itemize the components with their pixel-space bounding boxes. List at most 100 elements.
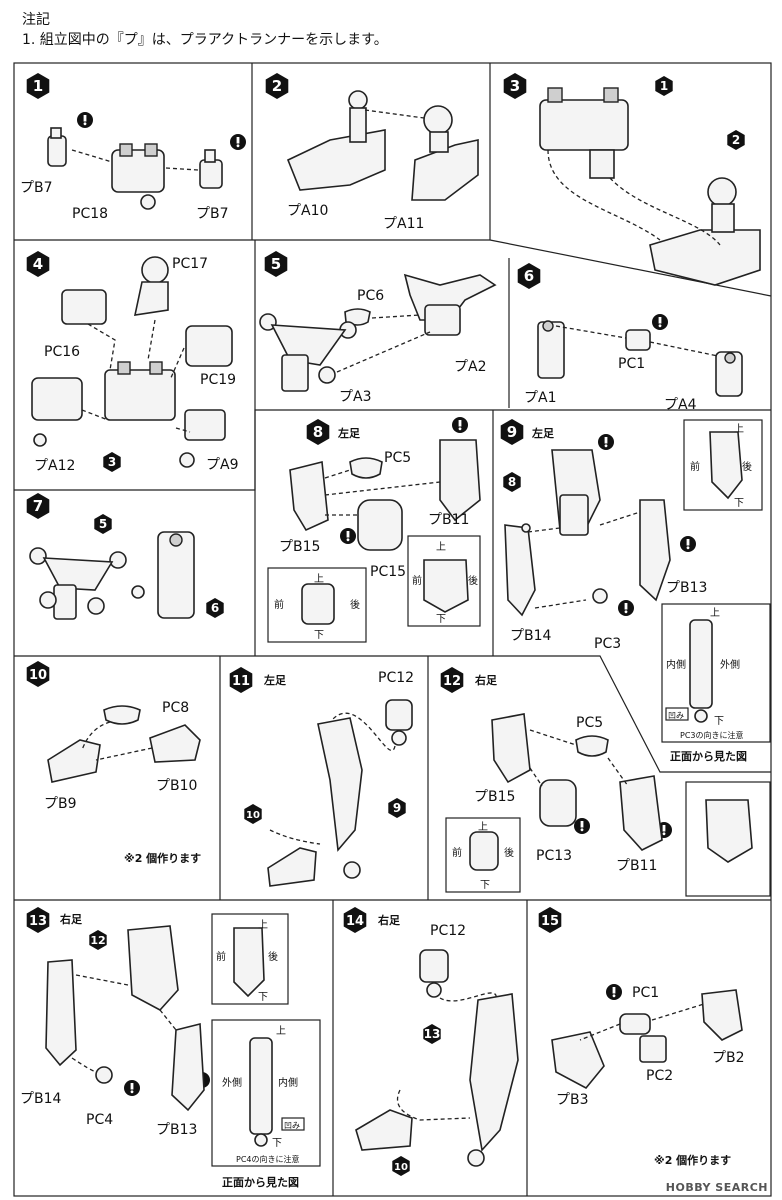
svg-text:8: 8 bbox=[313, 423, 323, 441]
svg-text:プB3: プB3 bbox=[556, 1092, 589, 1108]
svg-text:プB11: プB11 bbox=[616, 858, 657, 874]
assembly-10 bbox=[267, 847, 317, 887]
svg-text:凹み: 凹み bbox=[284, 1121, 300, 1130]
svg-text:上: 上 bbox=[436, 541, 446, 553]
svg-text:プA3: プA3 bbox=[339, 389, 371, 405]
svg-text:右足: 右足 bbox=[474, 673, 498, 687]
part-a10 bbox=[286, 129, 386, 191]
svg-text:上: 上 bbox=[734, 423, 744, 435]
joint-symbol bbox=[131, 585, 145, 599]
svg-text:プB14: プB14 bbox=[20, 1091, 62, 1107]
part-pc5 bbox=[349, 457, 383, 479]
svg-text:プB11: プB11 bbox=[428, 512, 469, 528]
svg-text:上: 上 bbox=[314, 573, 324, 585]
svg-text:PC4の向きに注意: PC4の向きに注意 bbox=[236, 1154, 300, 1164]
svg-text:前: 前 bbox=[412, 574, 422, 587]
assembly-2 bbox=[649, 229, 761, 286]
part-pc2 bbox=[639, 1035, 667, 1063]
warning-icon bbox=[606, 984, 622, 1000]
svg-text:5: 5 bbox=[99, 517, 107, 531]
svg-text:13: 13 bbox=[29, 914, 47, 929]
svg-text:前: 前 bbox=[690, 460, 700, 473]
part-pc1 bbox=[625, 329, 651, 351]
part-a4 bbox=[715, 351, 743, 397]
step-3: 3 1 2 bbox=[503, 73, 761, 286]
svg-text:プA12: プA12 bbox=[34, 458, 75, 474]
svg-text:プA9: プA9 bbox=[206, 457, 238, 473]
svg-text:上: 上 bbox=[276, 1025, 286, 1037]
orientation-inset bbox=[407, 535, 481, 627]
svg-text:7: 7 bbox=[33, 497, 43, 515]
svg-text:10: 10 bbox=[29, 668, 47, 683]
svg-text:2: 2 bbox=[732, 133, 740, 147]
svg-text:内側: 内側 bbox=[666, 658, 686, 671]
step-10: 10 PC8 プB9 プB10 ※2 個作ります bbox=[26, 661, 201, 865]
svg-text:左足: 左足 bbox=[337, 426, 361, 440]
label-b7-left: プB7 bbox=[20, 180, 53, 196]
svg-text:PC3の向きに注意: PC3の向きに注意 bbox=[680, 730, 744, 740]
svg-text:プB14: プB14 bbox=[510, 628, 552, 644]
svg-text:プA2: プA2 bbox=[454, 359, 486, 375]
svg-text:PC8: PC8 bbox=[162, 700, 189, 716]
watermark: HOBBY SEARCH bbox=[665, 1181, 768, 1194]
step-1: 1 プB7 PC18 プB7 bbox=[20, 73, 246, 222]
svg-text:プA11: プA11 bbox=[383, 216, 424, 232]
svg-text:PC4: PC4 bbox=[86, 1112, 113, 1128]
svg-text:下: 下 bbox=[734, 498, 744, 509]
warning-icon bbox=[652, 314, 668, 330]
svg-text:6: 6 bbox=[524, 267, 534, 285]
svg-text:9: 9 bbox=[393, 801, 401, 815]
step-15: 15 PC1 プB2 PC2 プB3 ※2 個作ります bbox=[538, 907, 745, 1167]
orientation-inset bbox=[267, 567, 367, 643]
part-pc17 bbox=[141, 256, 169, 284]
svg-text:下: 下 bbox=[314, 630, 324, 641]
svg-text:3: 3 bbox=[108, 455, 116, 469]
svg-text:PC12: PC12 bbox=[430, 923, 466, 939]
warning-icon bbox=[680, 536, 696, 552]
svg-text:プA1: プA1 bbox=[524, 390, 556, 406]
part-pc12 bbox=[385, 699, 413, 731]
svg-text:14: 14 bbox=[346, 914, 364, 929]
part-b2 bbox=[701, 989, 743, 1041]
svg-text:プB15: プB15 bbox=[279, 539, 320, 555]
orientation-inset bbox=[211, 913, 289, 1005]
label-pc18: PC18 bbox=[72, 206, 108, 222]
svg-text:プB13: プB13 bbox=[666, 580, 707, 596]
part-pc16 bbox=[61, 289, 107, 325]
step-7: 7 5 6 bbox=[26, 493, 224, 620]
svg-text:12: 12 bbox=[90, 934, 105, 947]
svg-text:前: 前 bbox=[216, 950, 226, 963]
svg-text:11: 11 bbox=[232, 674, 250, 689]
part-b14 bbox=[45, 959, 77, 1067]
svg-text:上: 上 bbox=[258, 919, 268, 931]
front-view-inset bbox=[211, 1019, 321, 1167]
part-pc15 bbox=[357, 499, 403, 551]
part-pc1 bbox=[619, 1013, 651, 1035]
svg-text:2: 2 bbox=[272, 77, 282, 95]
assembly-1 bbox=[539, 99, 629, 151]
svg-text:9: 9 bbox=[507, 423, 517, 441]
step-2: 2 プA10 プA11 bbox=[265, 73, 479, 232]
svg-text:正面から見た図: 正面から見た図 bbox=[222, 1175, 299, 1189]
svg-text:※2 個作ります: ※2 個作ります bbox=[124, 851, 201, 865]
orientation-inset bbox=[445, 817, 521, 893]
part-b15 bbox=[289, 461, 329, 532]
svg-text:左足: 左足 bbox=[531, 426, 555, 440]
svg-text:後: 後 bbox=[350, 598, 360, 611]
svg-text:15: 15 bbox=[541, 914, 559, 929]
svg-text:PC5: PC5 bbox=[384, 450, 411, 466]
svg-text:4: 4 bbox=[33, 255, 43, 273]
svg-text:後: 後 bbox=[504, 846, 514, 859]
part-b14 bbox=[504, 524, 536, 617]
step-14: 14 右足 13 10 PC12 bbox=[343, 907, 519, 1176]
svg-text:PC6: PC6 bbox=[357, 288, 384, 304]
part-pc12 bbox=[419, 949, 449, 983]
part-a11 bbox=[411, 139, 479, 201]
svg-text:PC19: PC19 bbox=[200, 372, 236, 388]
assembly-12 bbox=[127, 925, 179, 1012]
part-pc19 bbox=[185, 325, 233, 367]
svg-text:凹み: 凹み bbox=[668, 711, 684, 720]
part-pc3 bbox=[592, 588, 608, 604]
warning-icon bbox=[340, 528, 356, 544]
warning-icon bbox=[598, 434, 614, 450]
